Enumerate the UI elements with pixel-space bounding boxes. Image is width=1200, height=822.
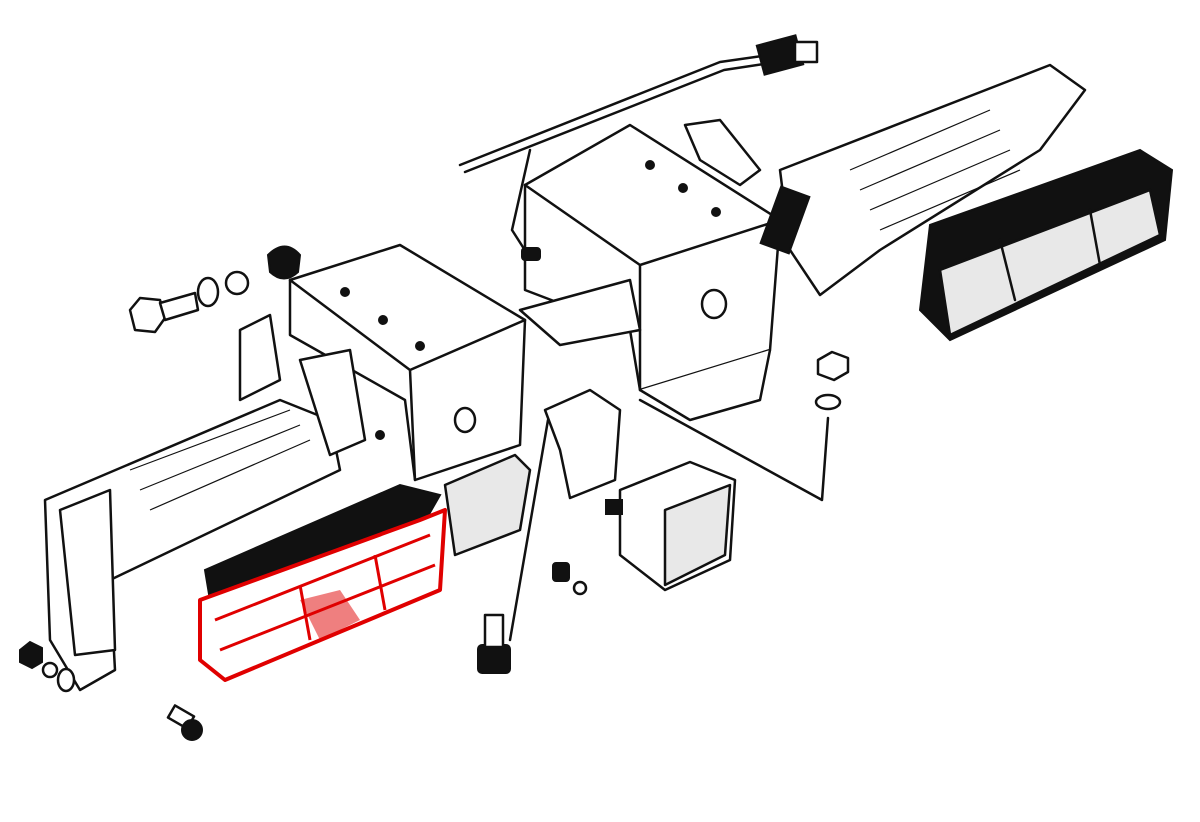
right-nut — [638, 350, 850, 502]
lamp-gasket — [443, 453, 532, 557]
bolt-center — [477, 613, 511, 674]
left-lamp-housing — [43, 313, 367, 692]
side-marker-lamp — [605, 460, 737, 592]
left-lock-washer — [41, 661, 59, 679]
left-nut — [19, 640, 43, 670]
screw-bottom-left — [166, 704, 203, 741]
lock-washer — [224, 270, 250, 296]
right-lamp-housing — [683, 63, 1087, 297]
left-washer — [56, 667, 76, 693]
small-nut — [552, 562, 570, 582]
right-tail-lamp — [918, 148, 1174, 342]
cap-nut — [266, 245, 302, 280]
hex-bolt — [128, 291, 200, 334]
wire-terminal — [521, 247, 541, 261]
fasteners — [19, 245, 588, 741]
small-washer — [572, 580, 588, 596]
right-frame-bracket — [518, 123, 782, 422]
left-tail-lamp-highlighted — [198, 483, 447, 682]
lamp-bracket — [508, 388, 622, 642]
washer — [196, 276, 220, 308]
left-frame-bracket — [288, 243, 527, 482]
wiring-harness — [458, 34, 819, 257]
